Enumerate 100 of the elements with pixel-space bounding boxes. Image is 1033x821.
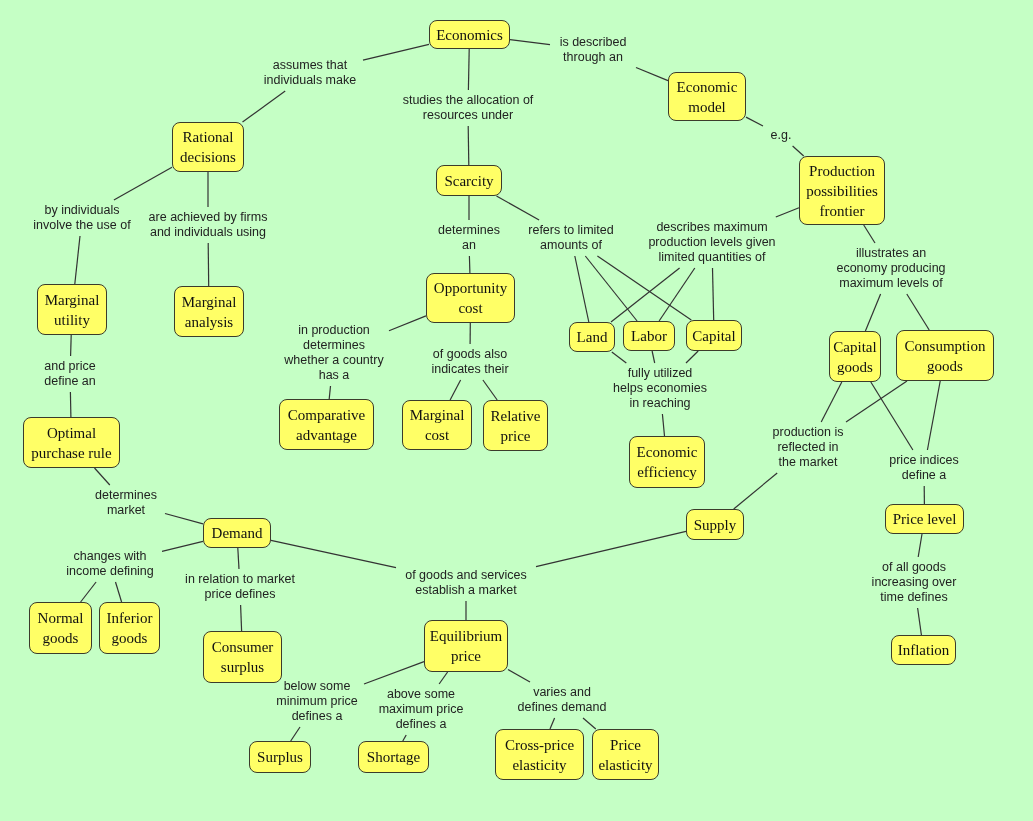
connector-line (241, 90, 286, 123)
concept-label: Marginal utility (43, 290, 101, 330)
linking-phrase: changes with income defining (58, 546, 162, 582)
linking-phrase: fully utilized helps economies in reaching (609, 363, 711, 414)
linking-phrase: of goods and services establish a market (396, 565, 536, 601)
concept-box (495, 729, 584, 780)
connector-line (270, 539, 397, 569)
connector-line (495, 195, 540, 221)
connector-line (917, 607, 922, 636)
concept-box (686, 509, 744, 540)
connector-line (651, 350, 656, 364)
concept-box (592, 729, 659, 780)
concept-box (358, 741, 429, 773)
linking-phrase: below some minimum price defines a (270, 676, 364, 727)
connector-line (465, 600, 467, 621)
concept-box (483, 400, 548, 451)
concept-box (891, 635, 956, 665)
concept-label: Capital (692, 326, 736, 346)
connector-line (507, 669, 531, 683)
connector-line (70, 334, 72, 357)
linking-phrase: e.g. (763, 125, 799, 146)
connector-line (582, 717, 597, 730)
connector-line (775, 207, 800, 218)
concept-box (249, 741, 311, 773)
connector-line (906, 293, 930, 331)
connector-line (482, 379, 498, 401)
connector-line (114, 581, 123, 603)
connector-line (611, 351, 627, 364)
concept-box (279, 399, 374, 450)
concept-box (174, 286, 244, 337)
concept-box (37, 284, 107, 335)
connector-line (610, 267, 681, 323)
linking-phrase: determines an (430, 220, 508, 256)
concept-label: Comparative advantage (286, 405, 367, 445)
connector-line (917, 533, 923, 558)
connector-line (792, 145, 805, 157)
connector-line (863, 224, 876, 244)
linking-phrase: by individuals involve the use of (29, 200, 135, 236)
connector-line (467, 125, 470, 166)
connector-line (74, 235, 81, 285)
concept-label: Inflation (897, 641, 950, 660)
connector-line (438, 671, 449, 685)
concept-label: Labor (631, 327, 667, 346)
connector-line (362, 43, 430, 61)
connector-line (845, 380, 908, 423)
concept-box (668, 72, 746, 121)
concept-label: Optimal purchase rule (30, 423, 113, 463)
connector-line (402, 734, 407, 742)
concept-box (629, 436, 705, 488)
concept-label: Relative price (489, 406, 542, 446)
connector-line (363, 661, 425, 685)
connector-line (658, 267, 696, 322)
concept-label: Production possibilities frontier (805, 161, 879, 221)
connector-line (468, 195, 470, 221)
concept-box (896, 330, 994, 381)
connector-line (596, 255, 692, 321)
connector-line (207, 171, 209, 208)
concept-box (203, 518, 271, 548)
connector-line (549, 717, 556, 730)
connector-line (926, 380, 941, 451)
linking-phrase: price indices define a (881, 450, 967, 486)
concept-box (203, 631, 282, 683)
connector-line (388, 315, 427, 332)
connector-line (535, 530, 687, 568)
concept-label: Capital goods (833, 337, 877, 377)
concept-label: Economic model (675, 77, 739, 117)
linking-phrase: production is reflected in the market (766, 422, 850, 473)
connector-line (711, 267, 715, 321)
connector-line (468, 255, 471, 274)
concept-label: Surplus (257, 748, 303, 767)
connector-line (820, 381, 843, 423)
concept-box (402, 400, 472, 450)
concept-label: Economic efficiency (635, 443, 699, 482)
concept-box (29, 602, 92, 654)
concept-label: Rational decisions (179, 128, 237, 167)
concept-label: Shortage (366, 748, 421, 767)
connector-line (469, 322, 471, 345)
concept-box (23, 417, 120, 468)
linking-phrase: above some maximum price defines a (374, 684, 468, 735)
concept-label: Demand (211, 524, 263, 543)
connector-line (584, 255, 638, 322)
concept-label: Scarcity (444, 171, 494, 191)
linking-phrase: assumes that individuals make (257, 55, 363, 91)
connector-line (207, 242, 210, 287)
linking-phrase: in production determines whether a country has a (279, 320, 389, 386)
connector-line (870, 381, 914, 451)
connector-line (661, 413, 666, 437)
concept-label: Inferior goods (105, 609, 154, 648)
concept-box (426, 273, 515, 323)
linking-phrase: determines market (87, 485, 165, 521)
linking-phrase: are achieved by firms and individuals using (144, 207, 272, 243)
connector-line (240, 604, 243, 632)
concept-box (424, 620, 508, 672)
connector-line (93, 467, 111, 486)
connector-line (449, 379, 462, 401)
concept-label: Marginal analysis (180, 292, 238, 332)
concept-box (686, 320, 742, 351)
concept-label: Land (576, 328, 608, 347)
concept-box (885, 504, 964, 534)
concept-box (829, 331, 881, 382)
